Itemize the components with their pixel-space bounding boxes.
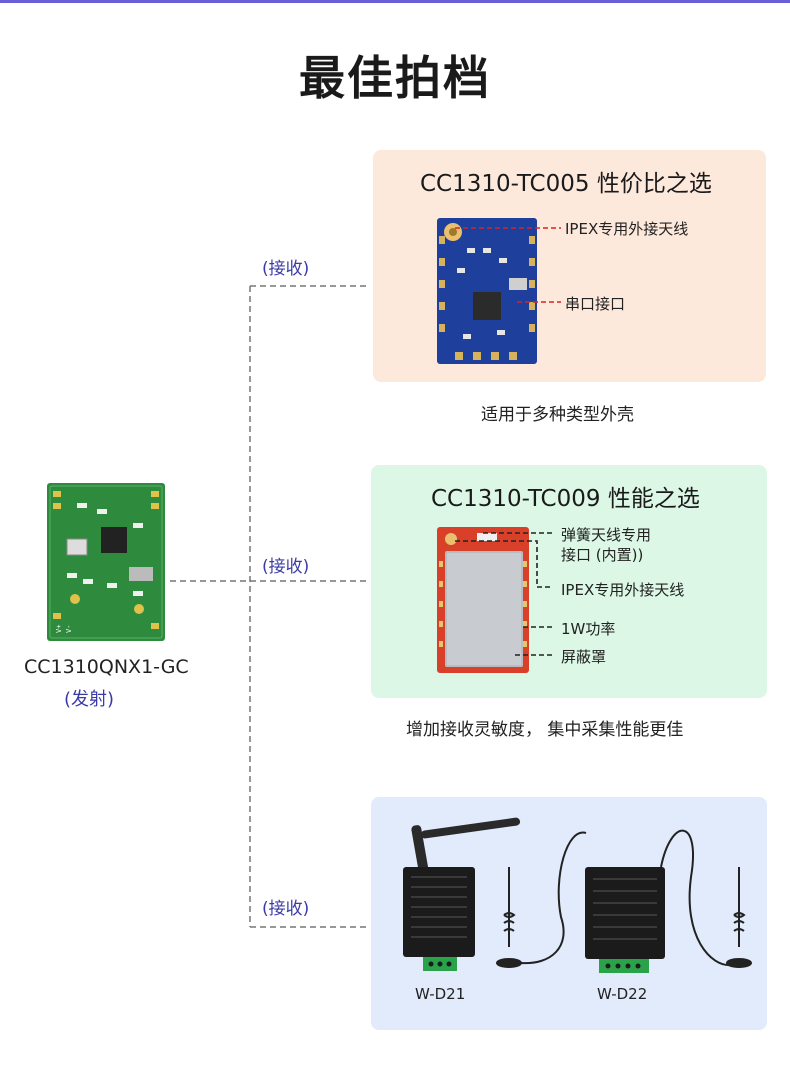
tc009-annotation-spring-antenna: 弹簧天线专用 [561,526,652,544]
dtu-panel: W-D21 W-D22 [371,797,767,1030]
w-d21-label: W-D21 [415,985,466,1003]
top-accent-bar [0,0,790,3]
tc009-module-image [437,527,529,673]
w-d22-device [585,867,665,973]
tc009-caption: 增加接收灵敏度， 集中采集性能更佳 [406,720,684,740]
tc009-annotation-builtin-interface: 接口 (内置)) [561,546,644,564]
tc005-title: CC1310-TC005 性价比之选 [420,171,712,197]
transmitter-model: CC1310QNX1-GC [24,656,189,678]
tc005-annotation-lines [455,227,561,303]
tc005-annotation-serial: 串口接口 [565,295,626,313]
tc009-panel: CC1310-TC009 性能之选 弹簧天线专用 接口 (内置)) IPEX专用… [371,465,767,698]
tc005-annotation-ipex: IPEX专用外接天线 [565,220,689,238]
small-antenna-left [496,831,587,968]
tc009-annotation-power: 1W功率 [561,620,616,638]
w-d22-label: W-D22 [597,985,648,1003]
receiver-label-1: (接收) [262,259,310,279]
cc1310qnx1-module-image: V+ V- [47,483,165,641]
tc005-caption: 适用于多种类型外壳 [481,405,634,425]
svg-text:V+: V+ [55,625,63,633]
receiver-label-2: (接收) [262,557,310,577]
receiver-label-3: (接收) [262,899,310,919]
transmitter-role: (发射) [64,689,115,710]
dtu-devices-image [403,817,752,973]
svg-text:V-: V- [65,625,73,633]
tc005-module-image [437,218,537,364]
tc009-annotation-ipex: IPEX专用外接天线 [561,581,685,599]
w-d21-device [403,817,521,971]
small-antenna-right [660,829,752,968]
tc009-annotation-lines [455,532,553,656]
tc005-panel: CC1310-TC005 性价比之选 IPEX专用外接天线 串口接口 [373,150,766,382]
tc009-annotation-shield: 屏蔽罩 [561,648,607,666]
page-title: 最佳拍档 [299,51,491,105]
tc009-title: CC1310-TC009 性能之选 [431,486,700,512]
